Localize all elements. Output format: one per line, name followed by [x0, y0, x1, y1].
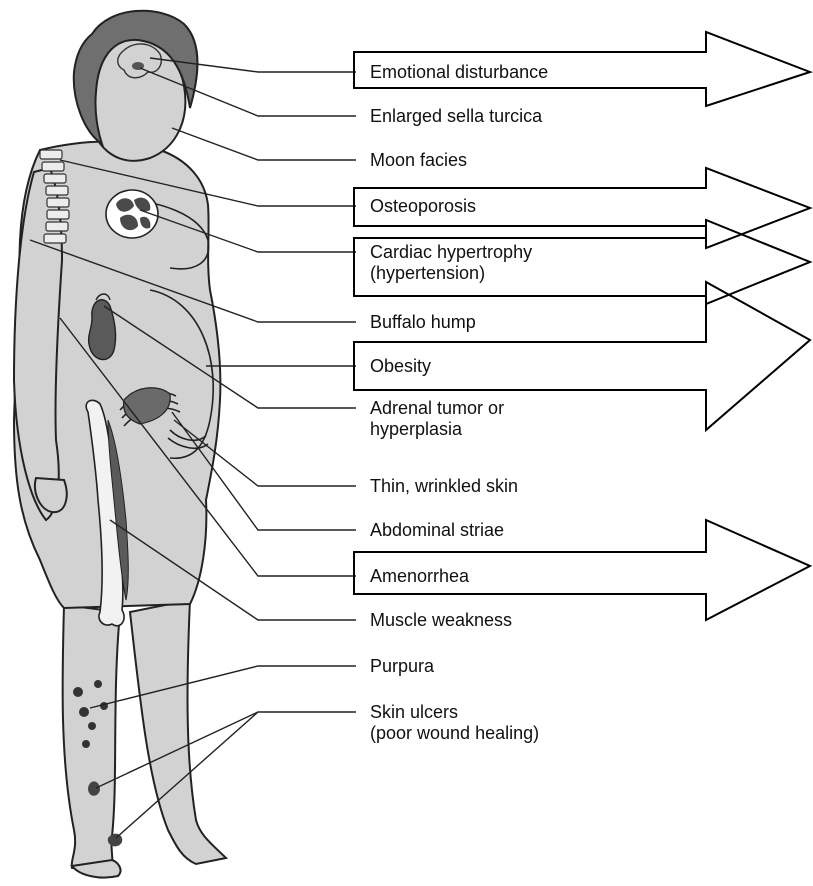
leader-ulcers: [96, 712, 356, 788]
label-cardiac-hypertrophy: Cardiac hypertrophy(hypertension): [370, 242, 532, 284]
label-emotional-disturbance: Emotional disturbance: [370, 62, 548, 83]
label-buffalo-hump: Buffalo hump: [370, 312, 476, 333]
leader-purpura: [90, 666, 356, 708]
label-skin-ulcers: Skin ulcers(poor wound healing): [370, 702, 539, 744]
label-obesity: Obesity: [370, 356, 431, 377]
label-amenorrhea: Amenorrhea: [370, 566, 469, 587]
right-leg: [130, 600, 226, 864]
label-thin-wrinkled-skin: Thin, wrinkled skin: [370, 476, 518, 497]
label-osteoporosis: Osteoporosis: [370, 196, 476, 217]
left-leg: [63, 605, 120, 872]
label-purpura: Purpura: [370, 656, 434, 677]
leader-moon: [172, 128, 356, 160]
label-muscle-weakness: Muscle weakness: [370, 610, 512, 631]
label-moon-facies: Moon facies: [370, 150, 467, 171]
label-enlarged-sella-turcica: Enlarged sella turcica: [370, 106, 542, 127]
label-abdominal-striae: Abdominal striae: [370, 520, 504, 541]
